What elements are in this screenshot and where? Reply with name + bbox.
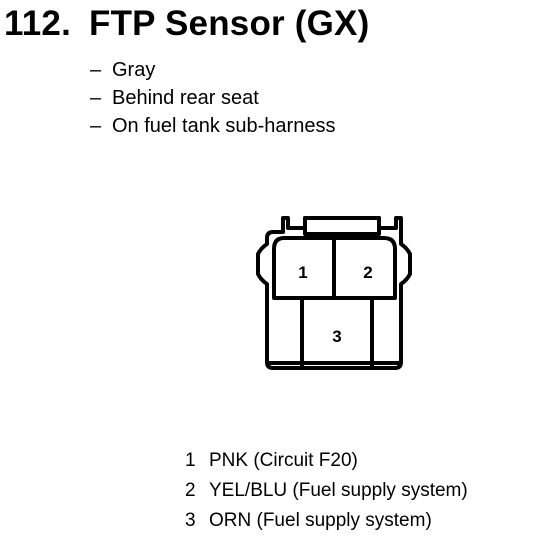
pin-row: 2 YEL/BLU (Fuel supply system) xyxy=(185,476,468,506)
detail-text: Gray xyxy=(112,59,156,81)
pin-row: 1 PNK (Circuit F20) xyxy=(185,446,468,476)
detail-text: On fuel tank sub-harness xyxy=(112,115,336,137)
detail-harness: –On fuel tank sub-harness xyxy=(90,112,335,140)
section-number: 112. xyxy=(4,4,71,43)
page-title: 112. FTP Sensor (GX) xyxy=(4,2,369,46)
connector-face-diagram: 1 2 3 xyxy=(256,216,412,370)
pin-description: ORN (Fuel supply system) xyxy=(209,510,432,531)
locking-tab xyxy=(303,216,381,236)
terminal-cavity-outline xyxy=(272,236,397,300)
dash-bullet: – xyxy=(90,59,102,81)
pin-description: YEL/BLU (Fuel supply system) xyxy=(209,480,468,501)
pin-number: 1 xyxy=(185,450,196,471)
pin-number: 3 xyxy=(185,510,196,531)
section-title: FTP Sensor (GX) xyxy=(89,4,370,43)
pin-number: 2 xyxy=(185,480,196,501)
detail-color: –Gray xyxy=(90,56,335,84)
pin-label-3: 3 xyxy=(332,327,341,346)
pin-label-2: 2 xyxy=(363,263,372,282)
dash-bullet: – xyxy=(90,115,102,137)
pin-label-1: 1 xyxy=(298,263,307,282)
connector-details: –Gray –Behind rear seat –On fuel tank su… xyxy=(90,56,335,140)
connector-housing-outline xyxy=(256,216,412,370)
detail-location: –Behind rear seat xyxy=(90,84,335,112)
detail-text: Behind rear seat xyxy=(112,87,259,109)
pin-row: 3 ORN (Fuel supply system) xyxy=(185,506,468,536)
pin-description: PNK (Circuit F20) xyxy=(209,450,358,471)
dash-bullet: – xyxy=(90,87,102,109)
pin-list: 1 PNK (Circuit F20) 2 YEL/BLU (Fuel supply… xyxy=(185,446,468,536)
